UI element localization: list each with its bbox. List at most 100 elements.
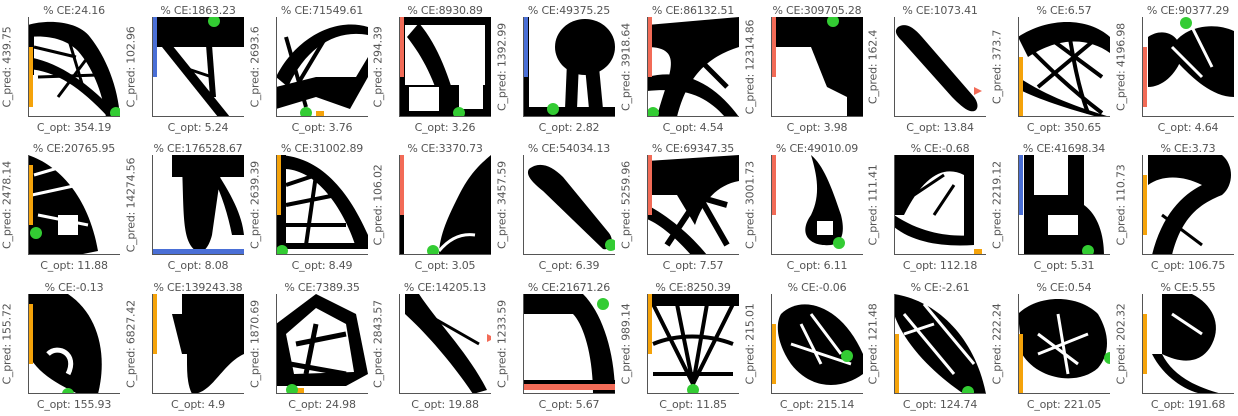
topology-image (152, 155, 244, 255)
compliance-error-title: % CE:309705.28 (772, 4, 862, 17)
optimal-compliance-label: C_opt: 7.57 (662, 259, 724, 272)
optimal-compliance-label: C_opt: 5.24 (167, 121, 229, 134)
load-point (833, 237, 845, 249)
topology-image (399, 294, 491, 394)
support-bar (523, 17, 528, 77)
optimal-compliance-label: C_opt: 3.76 (291, 121, 353, 134)
predicted-compliance-label: C_pred: 2693.6 (248, 26, 262, 108)
load-point (427, 245, 439, 255)
predicted-compliance-label: C_pred: 111.41 (866, 164, 880, 246)
optimal-compliance-label: C_opt: 19.88 (411, 398, 479, 411)
predicted-compliance-label: C_pred: 5259.96 (619, 161, 633, 249)
topology-image (523, 155, 615, 255)
support-bar (296, 388, 304, 394)
support-bar (152, 249, 244, 255)
support-bar (399, 17, 404, 77)
compliance-error-title: % CE:20765.95 (32, 142, 116, 155)
compliance-error-title: % CE:86132.51 (651, 4, 735, 17)
compliance-error-title: % CE:-0.06 (787, 281, 847, 294)
support-bar (647, 294, 652, 354)
compliance-error-title: % CE:0.54 (1036, 281, 1092, 294)
topology-image (894, 294, 986, 394)
predicted-compliance-label: C_pred: 2219.12 (990, 161, 1004, 249)
compliance-error-title: % CE:49010.09 (775, 142, 859, 155)
load-point (605, 239, 615, 251)
topology-image (399, 155, 491, 255)
support-bar (647, 17, 652, 77)
optimal-compliance-label: C_opt: 3.26 (414, 121, 476, 134)
predicted-compliance-label: C_pred: 2478.14 (0, 161, 14, 249)
predicted-compliance-label: C_pred: 102.96 (124, 26, 138, 108)
topology-image (1018, 17, 1110, 117)
compliance-error-title: % CE:14205.13 (403, 281, 487, 294)
compliance-error-title: % CE:1073.41 (902, 4, 978, 17)
predicted-compliance-label: C_pred: 3918.64 (619, 23, 633, 111)
predicted-compliance-label: C_pred: 2843.57 (371, 300, 385, 388)
support-bar (28, 165, 33, 225)
load-point (647, 107, 659, 117)
load-point (687, 384, 699, 394)
support-bar (152, 294, 157, 354)
compliance-error-title: % CE:71549.61 (280, 4, 364, 17)
predicted-compliance-label: C_pred: 1870.69 (248, 300, 262, 388)
compliance-error-title: % CE:24.16 (43, 4, 105, 17)
topology-image (276, 155, 368, 255)
compliance-error-title: % CE:41698.34 (1022, 142, 1106, 155)
predicted-compliance-label: C_pred: 162.4 (866, 29, 880, 105)
load-point (300, 107, 312, 117)
optimal-compliance-label: C_opt: 5.67 (538, 398, 600, 411)
predicted-compliance-label: C_pred: 1233.59 (495, 300, 509, 388)
support-bar (1018, 57, 1023, 117)
compliance-error-title: % CE:90377.29 (1146, 4, 1230, 17)
predicted-compliance-label: C_pred: 222.24 (990, 303, 1004, 385)
compliance-error-title: % CE:5.55 (1160, 281, 1216, 294)
topology-image (276, 294, 368, 394)
predicted-compliance-label: C_pred: 202.32 (1114, 303, 1128, 385)
support-bar (771, 155, 776, 215)
compliance-error-title: % CE:31002.89 (280, 142, 364, 155)
support-bar (894, 334, 899, 394)
predicted-compliance-label: C_pred: 12314.86 (743, 19, 757, 115)
support-bar (1142, 175, 1147, 235)
load-point (30, 227, 42, 239)
topology-image (523, 294, 615, 394)
compliance-error-title: % CE:-0.68 (910, 142, 970, 155)
compliance-error-title: % CE:3.73 (1160, 142, 1216, 155)
optimal-compliance-label: C_opt: 8.49 (291, 259, 353, 272)
topology-image (28, 17, 120, 117)
optimal-compliance-label: C_opt: 3.98 (786, 121, 848, 134)
optimal-compliance-label: C_opt: 124.74 (902, 398, 978, 411)
support-bar (28, 304, 33, 364)
compliance-error-title: % CE:3370.73 (407, 142, 483, 155)
predicted-compliance-label: C_pred: 3001.73 (743, 161, 757, 249)
topology-image (523, 17, 615, 117)
support-bar (771, 324, 776, 384)
optimal-compliance-label: C_opt: 3.05 (414, 259, 476, 272)
optimal-compliance-label: C_opt: 11.85 (659, 398, 727, 411)
predicted-compliance-label: C_pred: 155.72 (0, 303, 14, 385)
optimal-compliance-label: C_opt: 112.18 (902, 259, 978, 272)
compliance-error-title: % CE:-0.13 (44, 281, 104, 294)
optimal-compliance-label: C_opt: 24.98 (288, 398, 356, 411)
topology-image (894, 155, 986, 255)
